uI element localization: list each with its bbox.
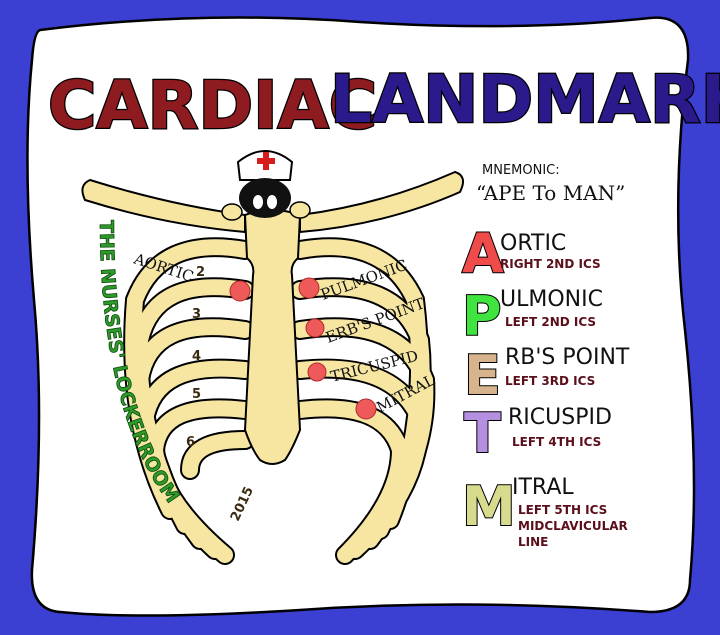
aortic-point [229, 280, 251, 302]
rib-number: 2 [196, 265, 205, 280]
letter-m: M [462, 475, 516, 538]
landmark-name: ORTIC [500, 231, 566, 256]
red-cross-icon [257, 152, 275, 170]
landmark-location: RIGHT 2ND ICS [500, 257, 601, 271]
landmark-location: LINE [518, 535, 548, 549]
landmark-tricuspid: T RICUSPID LEFT 4TH ICS [463, 401, 612, 466]
letter-e: E [464, 344, 501, 407]
auscultation-points [229, 277, 377, 420]
erbs-point [305, 318, 325, 338]
landmark-name: RB'S POINT [505, 345, 630, 370]
left-clavicle [81, 178, 246, 234]
sternum [243, 209, 302, 465]
landmark-location: LEFT 2ND ICS [505, 315, 596, 329]
right-clavicle [299, 170, 465, 234]
landmark-location: MIDCLAVICULAR [518, 519, 628, 533]
landmark-location: LEFT 3RD ICS [505, 374, 595, 388]
rib-number: 6 [186, 435, 195, 450]
tricuspid-point [307, 362, 327, 382]
mnemonic-phrase: “APE To MAN” [476, 181, 625, 205]
rib-number: 4 [192, 349, 201, 364]
letter-a: A [462, 222, 504, 285]
landmark-name: ITRAL [512, 475, 574, 500]
title-landmark: LANDMARK [330, 61, 720, 138]
landmark-name: RICUSPID [508, 405, 612, 430]
mnemonic-label: MNEMONIC: [482, 163, 560, 178]
landmark-erbs-point: E RB'S POINT LEFT 3RD ICS [463, 343, 630, 408]
nurse-character [221, 150, 311, 221]
rib-number: 3 [192, 307, 201, 322]
pulmonic-point [298, 277, 320, 299]
letter-p: P [462, 285, 502, 348]
landmark-aortic: A ORTIC RIGHT 2ND ICS [461, 221, 601, 286]
letter-t: T [464, 402, 501, 465]
landmark-location: LEFT 5TH ICS [518, 503, 607, 517]
landmark-pulmonic: P ULMONIC LEFT 2ND ICS [461, 284, 603, 349]
landmark-mitral: M ITRAL LEFT 5TH ICS MIDCLAVICULAR LINE [461, 474, 628, 549]
title-cardiac: CARDIAC [48, 67, 377, 144]
rib-cage [123, 237, 436, 565]
landmark-location: LEFT 4TH ICS [512, 435, 601, 449]
landmark-name: ULMONIC [500, 287, 603, 312]
mitral-point [355, 398, 377, 420]
rib-number: 5 [192, 387, 201, 402]
